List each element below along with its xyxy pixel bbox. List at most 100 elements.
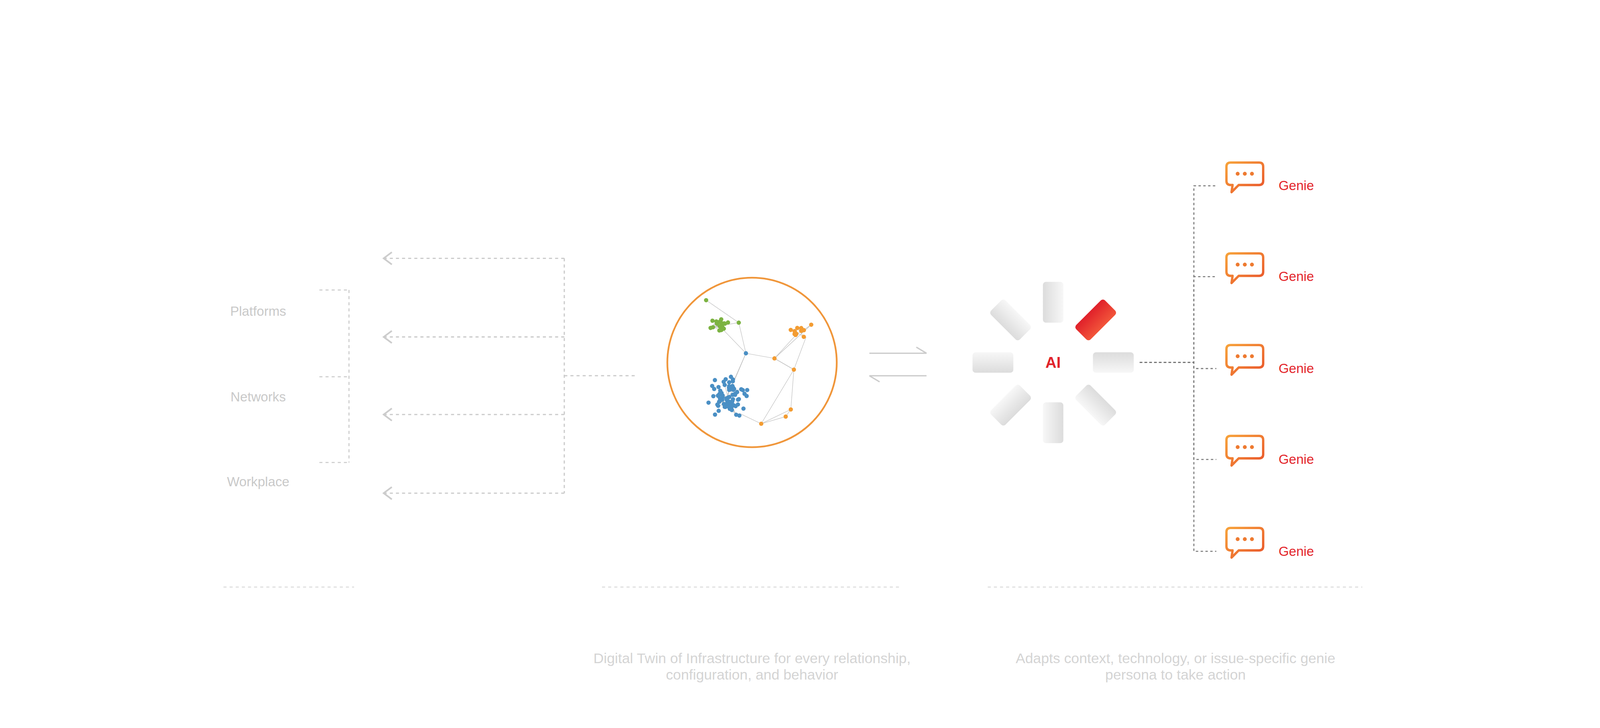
network-dot <box>720 393 725 398</box>
genie-label: Genie <box>1278 451 1314 467</box>
speech-bubble-icon <box>1224 433 1266 469</box>
exchange-arrow-line <box>869 352 927 354</box>
network-link <box>706 300 739 323</box>
genie-label: Genie <box>1278 360 1314 376</box>
category-label: Platforms <box>186 303 330 319</box>
category-label: Networks <box>186 389 330 405</box>
network-dot <box>723 376 728 382</box>
network-link <box>794 336 807 370</box>
network-dot <box>731 387 736 392</box>
speech-bubble-icon <box>1224 342 1266 378</box>
genie-node: Genie <box>1216 530 1329 572</box>
network-dot <box>710 318 715 323</box>
network-dot <box>720 397 725 402</box>
section-rule <box>223 586 355 588</box>
network-dot <box>720 324 725 329</box>
network-link <box>718 324 746 353</box>
genie-label: Genie <box>1278 178 1314 194</box>
bubble-dot <box>1242 354 1247 358</box>
genie-node: Genie <box>1216 165 1329 206</box>
spinner-bar <box>1042 281 1064 323</box>
spinner-bar <box>972 352 1014 373</box>
exchange-arrows <box>869 346 927 382</box>
network-link <box>790 369 794 410</box>
network-dot <box>716 384 721 390</box>
network-graph <box>704 298 814 426</box>
network-link <box>774 358 794 370</box>
spinner-bar <box>988 298 1032 342</box>
section-rule <box>987 586 1362 588</box>
network-dot <box>714 321 720 326</box>
network-dot <box>741 406 746 411</box>
arrow-head <box>383 330 392 344</box>
bubble-dot <box>1242 171 1247 176</box>
spinner-bar-active <box>1074 298 1118 342</box>
dashed-arrow-line <box>384 336 565 338</box>
network-dot <box>708 325 713 330</box>
network-link <box>761 409 791 424</box>
arrow-head <box>383 486 392 500</box>
dotted-connector <box>1139 185 1216 362</box>
bubble-dot <box>1250 171 1254 176</box>
dotted-connector <box>1139 362 1216 552</box>
category-label: Workplace <box>186 474 330 490</box>
network-dot <box>736 320 742 325</box>
section-rules <box>223 586 1363 588</box>
network-dot <box>788 327 794 332</box>
network-dot <box>712 412 718 417</box>
network-dot <box>733 391 738 396</box>
bubble-dot <box>1236 536 1240 541</box>
network-dot <box>783 414 788 419</box>
network-dot <box>728 374 734 379</box>
arrow-head <box>383 252 392 265</box>
network-dot <box>718 388 723 393</box>
section-caption: Digital Twin of Infrastructure for every… <box>573 650 931 683</box>
bubble-dot <box>1236 171 1240 176</box>
spinner-bar <box>1074 383 1118 427</box>
network-dot <box>788 407 794 412</box>
network-dot <box>726 320 731 325</box>
dotted-connector <box>1139 362 1216 369</box>
network-dot <box>722 404 727 409</box>
network-dot <box>809 322 814 327</box>
dashed-trunk-line <box>564 374 638 376</box>
network-dot <box>742 391 747 396</box>
bubble-dot <box>1236 354 1240 358</box>
network-dot <box>736 396 742 402</box>
bubble-dot <box>1250 536 1254 541</box>
network-link <box>726 353 746 398</box>
network-dot <box>737 413 742 418</box>
genie-node: Genie <box>1216 256 1329 297</box>
bubble-dot <box>1242 445 1247 450</box>
spinner-bar <box>1042 402 1064 443</box>
bracket-line <box>319 461 349 463</box>
network-link <box>738 322 746 354</box>
network-link <box>774 332 798 359</box>
bracket-line <box>348 290 350 463</box>
spinner-bar <box>1092 352 1134 373</box>
bubble-outline <box>1226 253 1264 283</box>
network-dot <box>745 387 750 392</box>
genie-label: Genie <box>1278 268 1314 284</box>
network-dot <box>711 394 716 399</box>
bubble-dot <box>1250 262 1254 267</box>
speech-bubble-icon <box>1224 251 1266 286</box>
network-dot <box>716 408 721 413</box>
bubble-outline <box>1226 527 1264 558</box>
bubble-outline <box>1226 344 1264 375</box>
bracket-line <box>319 376 349 378</box>
ai-engine-node: AI <box>966 275 1140 450</box>
network-link <box>761 369 794 424</box>
network-dot <box>712 377 718 382</box>
bubble-dot <box>1250 354 1254 358</box>
speech-bubble-icon <box>1224 525 1266 561</box>
bubble-outline <box>1226 162 1264 192</box>
network-link <box>746 353 775 359</box>
network-dot <box>759 421 764 426</box>
arrow-head <box>869 375 880 382</box>
arrow-head <box>383 408 392 421</box>
spinner-bar <box>988 383 1032 427</box>
